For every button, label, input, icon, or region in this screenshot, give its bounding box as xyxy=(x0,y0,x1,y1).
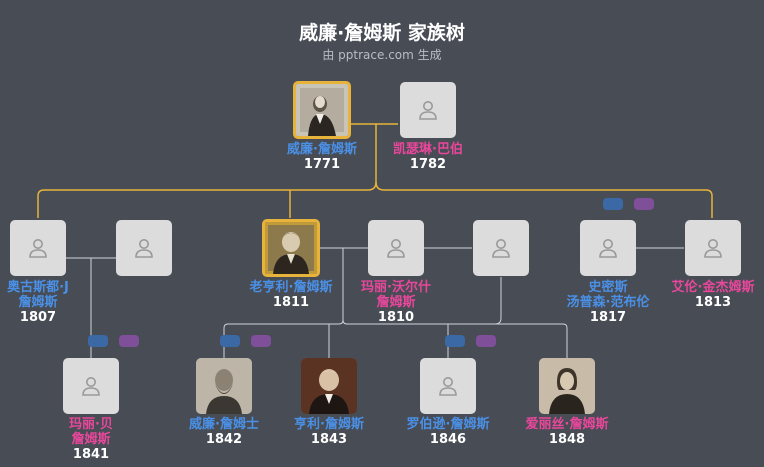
person-label-mary-bay-james: 玛丽·贝 詹姆斯 1841 xyxy=(21,417,161,462)
person-name-line2: 汤普森·范布伦 xyxy=(566,295,650,310)
person-year: 1813 xyxy=(694,295,732,310)
person-placeholder-icon xyxy=(82,377,100,396)
person-label-henry-james-sr: 老亨利·詹姆斯 1811 xyxy=(221,280,361,310)
person-label-smith-thompson: 史密斯 汤普森·范布伦 1817 xyxy=(538,280,678,325)
person-year: 1817 xyxy=(589,310,627,325)
person-card-smith-thompson[interactable] xyxy=(580,220,636,276)
person-name: 威廉·詹姆斯 xyxy=(287,142,357,157)
tree-title: 威廉·詹姆斯 家族树 xyxy=(299,22,465,44)
marriage-marker xyxy=(634,198,654,210)
person-card-henry-james-sr[interactable] xyxy=(262,219,320,277)
person-year: 1843 xyxy=(310,432,348,447)
portrait-woman xyxy=(539,358,595,414)
person-year: 1782 xyxy=(409,157,447,172)
person-name: 凯瑟琳·巴伯 xyxy=(393,142,463,157)
tree-subtitle: 由 pptrace.com 生成 xyxy=(322,48,442,62)
person-name: 罗伯逊·詹姆斯 xyxy=(406,417,490,432)
person-label-william-james: 威廉·詹姆斯 1771 xyxy=(252,142,392,172)
person-card-spouse-augustus[interactable] xyxy=(116,220,172,276)
person-label-mary-walsh: 玛丽·沃尔什 詹姆斯 1810 xyxy=(326,280,466,325)
person-name: 史密斯 xyxy=(588,280,628,295)
person-card-catherine-barber[interactable] xyxy=(400,82,456,138)
person-label-robertson-james: 罗伯逊·詹姆斯 1846 xyxy=(378,417,518,447)
marriage-marker xyxy=(445,335,465,347)
person-card-robertson-james[interactable] xyxy=(420,358,476,414)
person-name-line2: 詹姆斯 xyxy=(18,295,58,310)
person-placeholder-icon xyxy=(439,377,457,396)
person-year: 1807 xyxy=(19,310,57,325)
person-year: 1811 xyxy=(272,295,310,310)
person-placeholder-icon xyxy=(492,239,510,258)
person-year: 1771 xyxy=(303,157,341,172)
portrait-old-man xyxy=(296,84,348,136)
marriage-marker xyxy=(119,335,139,347)
person-year: 1810 xyxy=(377,310,415,325)
person-label-catherine-barber: 凯瑟琳·巴伯 1782 xyxy=(358,142,498,172)
person-card-mary-walsh[interactable] xyxy=(368,220,424,276)
person-name: 老亨利·詹姆斯 xyxy=(249,280,333,295)
person-name: 玛丽·沃尔什 xyxy=(361,280,431,295)
portrait-bearded-man xyxy=(196,358,252,414)
person-card-alice-james[interactable] xyxy=(539,358,595,414)
person-name: 玛丽·贝 xyxy=(69,417,113,432)
person-name: 奥古斯都·J xyxy=(7,280,69,295)
person-label-henry-james-1843: 亨利·詹姆斯 1843 xyxy=(259,417,399,447)
person-label-ellen-king: 艾伦·金杰姆斯 1813 xyxy=(643,280,764,310)
marriage-marker xyxy=(603,198,623,210)
person-placeholder-icon xyxy=(599,239,617,258)
person-year: 1846 xyxy=(429,432,467,447)
person-label-william-james-1842: 威廉·詹姆士 1842 xyxy=(154,417,294,447)
person-name: 亨利·詹姆斯 xyxy=(294,417,364,432)
person-card-henry-james-1843[interactable] xyxy=(301,358,357,414)
person-name: 爱丽丝·詹姆斯 xyxy=(525,417,609,432)
person-placeholder-icon xyxy=(419,101,437,120)
marriage-marker xyxy=(251,335,271,347)
portrait-bald-man xyxy=(265,222,317,274)
person-year: 1848 xyxy=(548,432,586,447)
person-placeholder-icon xyxy=(704,239,722,258)
portrait-elder-man xyxy=(301,358,357,414)
marriage-marker xyxy=(476,335,496,347)
person-placeholder-icon xyxy=(29,239,47,258)
person-year: 1841 xyxy=(72,447,110,462)
person-year: 1842 xyxy=(205,432,243,447)
person-card-augustus-james[interactable] xyxy=(10,220,66,276)
person-name-line2: 詹姆斯 xyxy=(376,295,416,310)
person-name: 威廉·詹姆士 xyxy=(189,417,259,432)
person-card-william-james-1842[interactable] xyxy=(196,358,252,414)
person-name: 艾伦·金杰姆斯 xyxy=(671,280,755,295)
person-card-william-james[interactable] xyxy=(293,81,351,139)
marriage-marker xyxy=(88,335,108,347)
marriage-marker xyxy=(220,335,240,347)
person-name-line2: 詹姆斯 xyxy=(71,432,111,447)
person-placeholder-icon xyxy=(387,239,405,258)
person-label-alice-james: 爱丽丝·詹姆斯 1848 xyxy=(497,417,637,447)
person-card-mary-bay-james[interactable] xyxy=(63,358,119,414)
person-card-ellen-king[interactable] xyxy=(685,220,741,276)
person-placeholder-icon xyxy=(135,239,153,258)
person-card-sibling-spouse[interactable] xyxy=(473,220,529,276)
person-label-augustus-james: 奥古斯都·J 詹姆斯 1807 xyxy=(0,280,108,325)
